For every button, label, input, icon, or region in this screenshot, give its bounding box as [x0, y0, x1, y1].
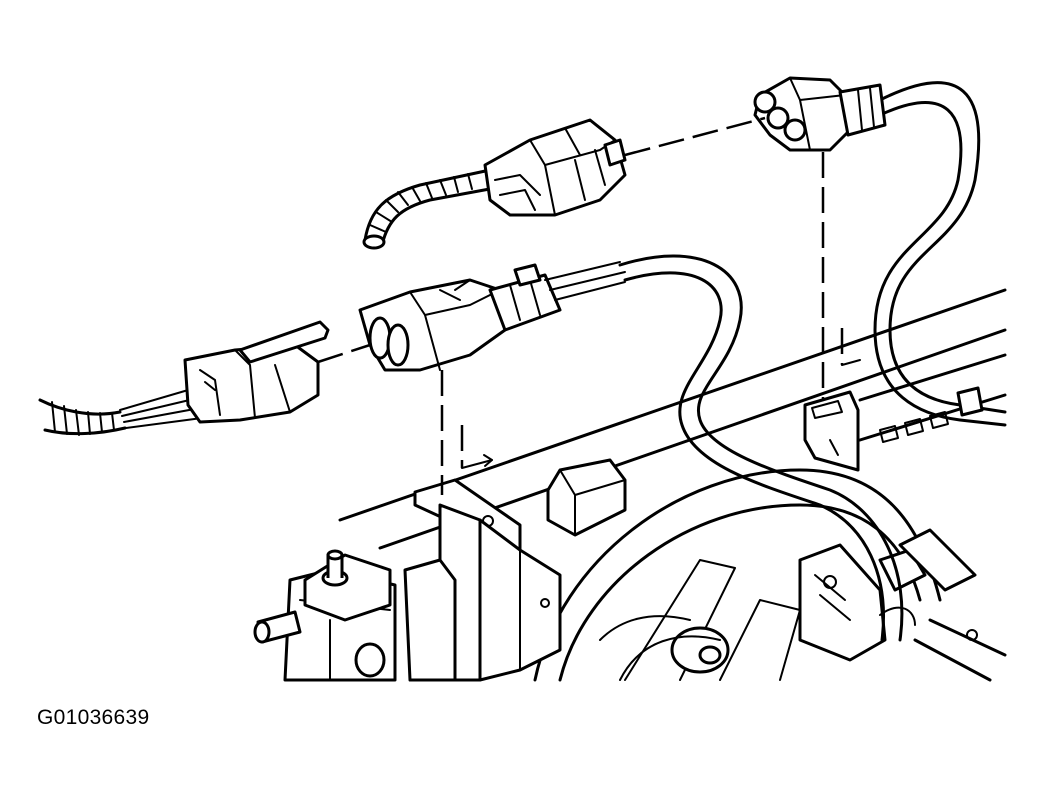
harness-wire-right: [873, 81, 1007, 427]
rail-connector-bracket: [803, 390, 860, 472]
assembly-guide-lines: [317, 116, 861, 495]
lower-connector-left: [38, 320, 330, 436]
upper-connector-left: [362, 118, 627, 250]
lower-connector-right: [358, 261, 626, 372]
harness-wire-center: [618, 254, 916, 642]
upper-connector-right: [753, 76, 887, 152]
figure-id-label: G01036639: [37, 706, 150, 729]
fan-shroud-assembly: [253, 288, 1007, 682]
